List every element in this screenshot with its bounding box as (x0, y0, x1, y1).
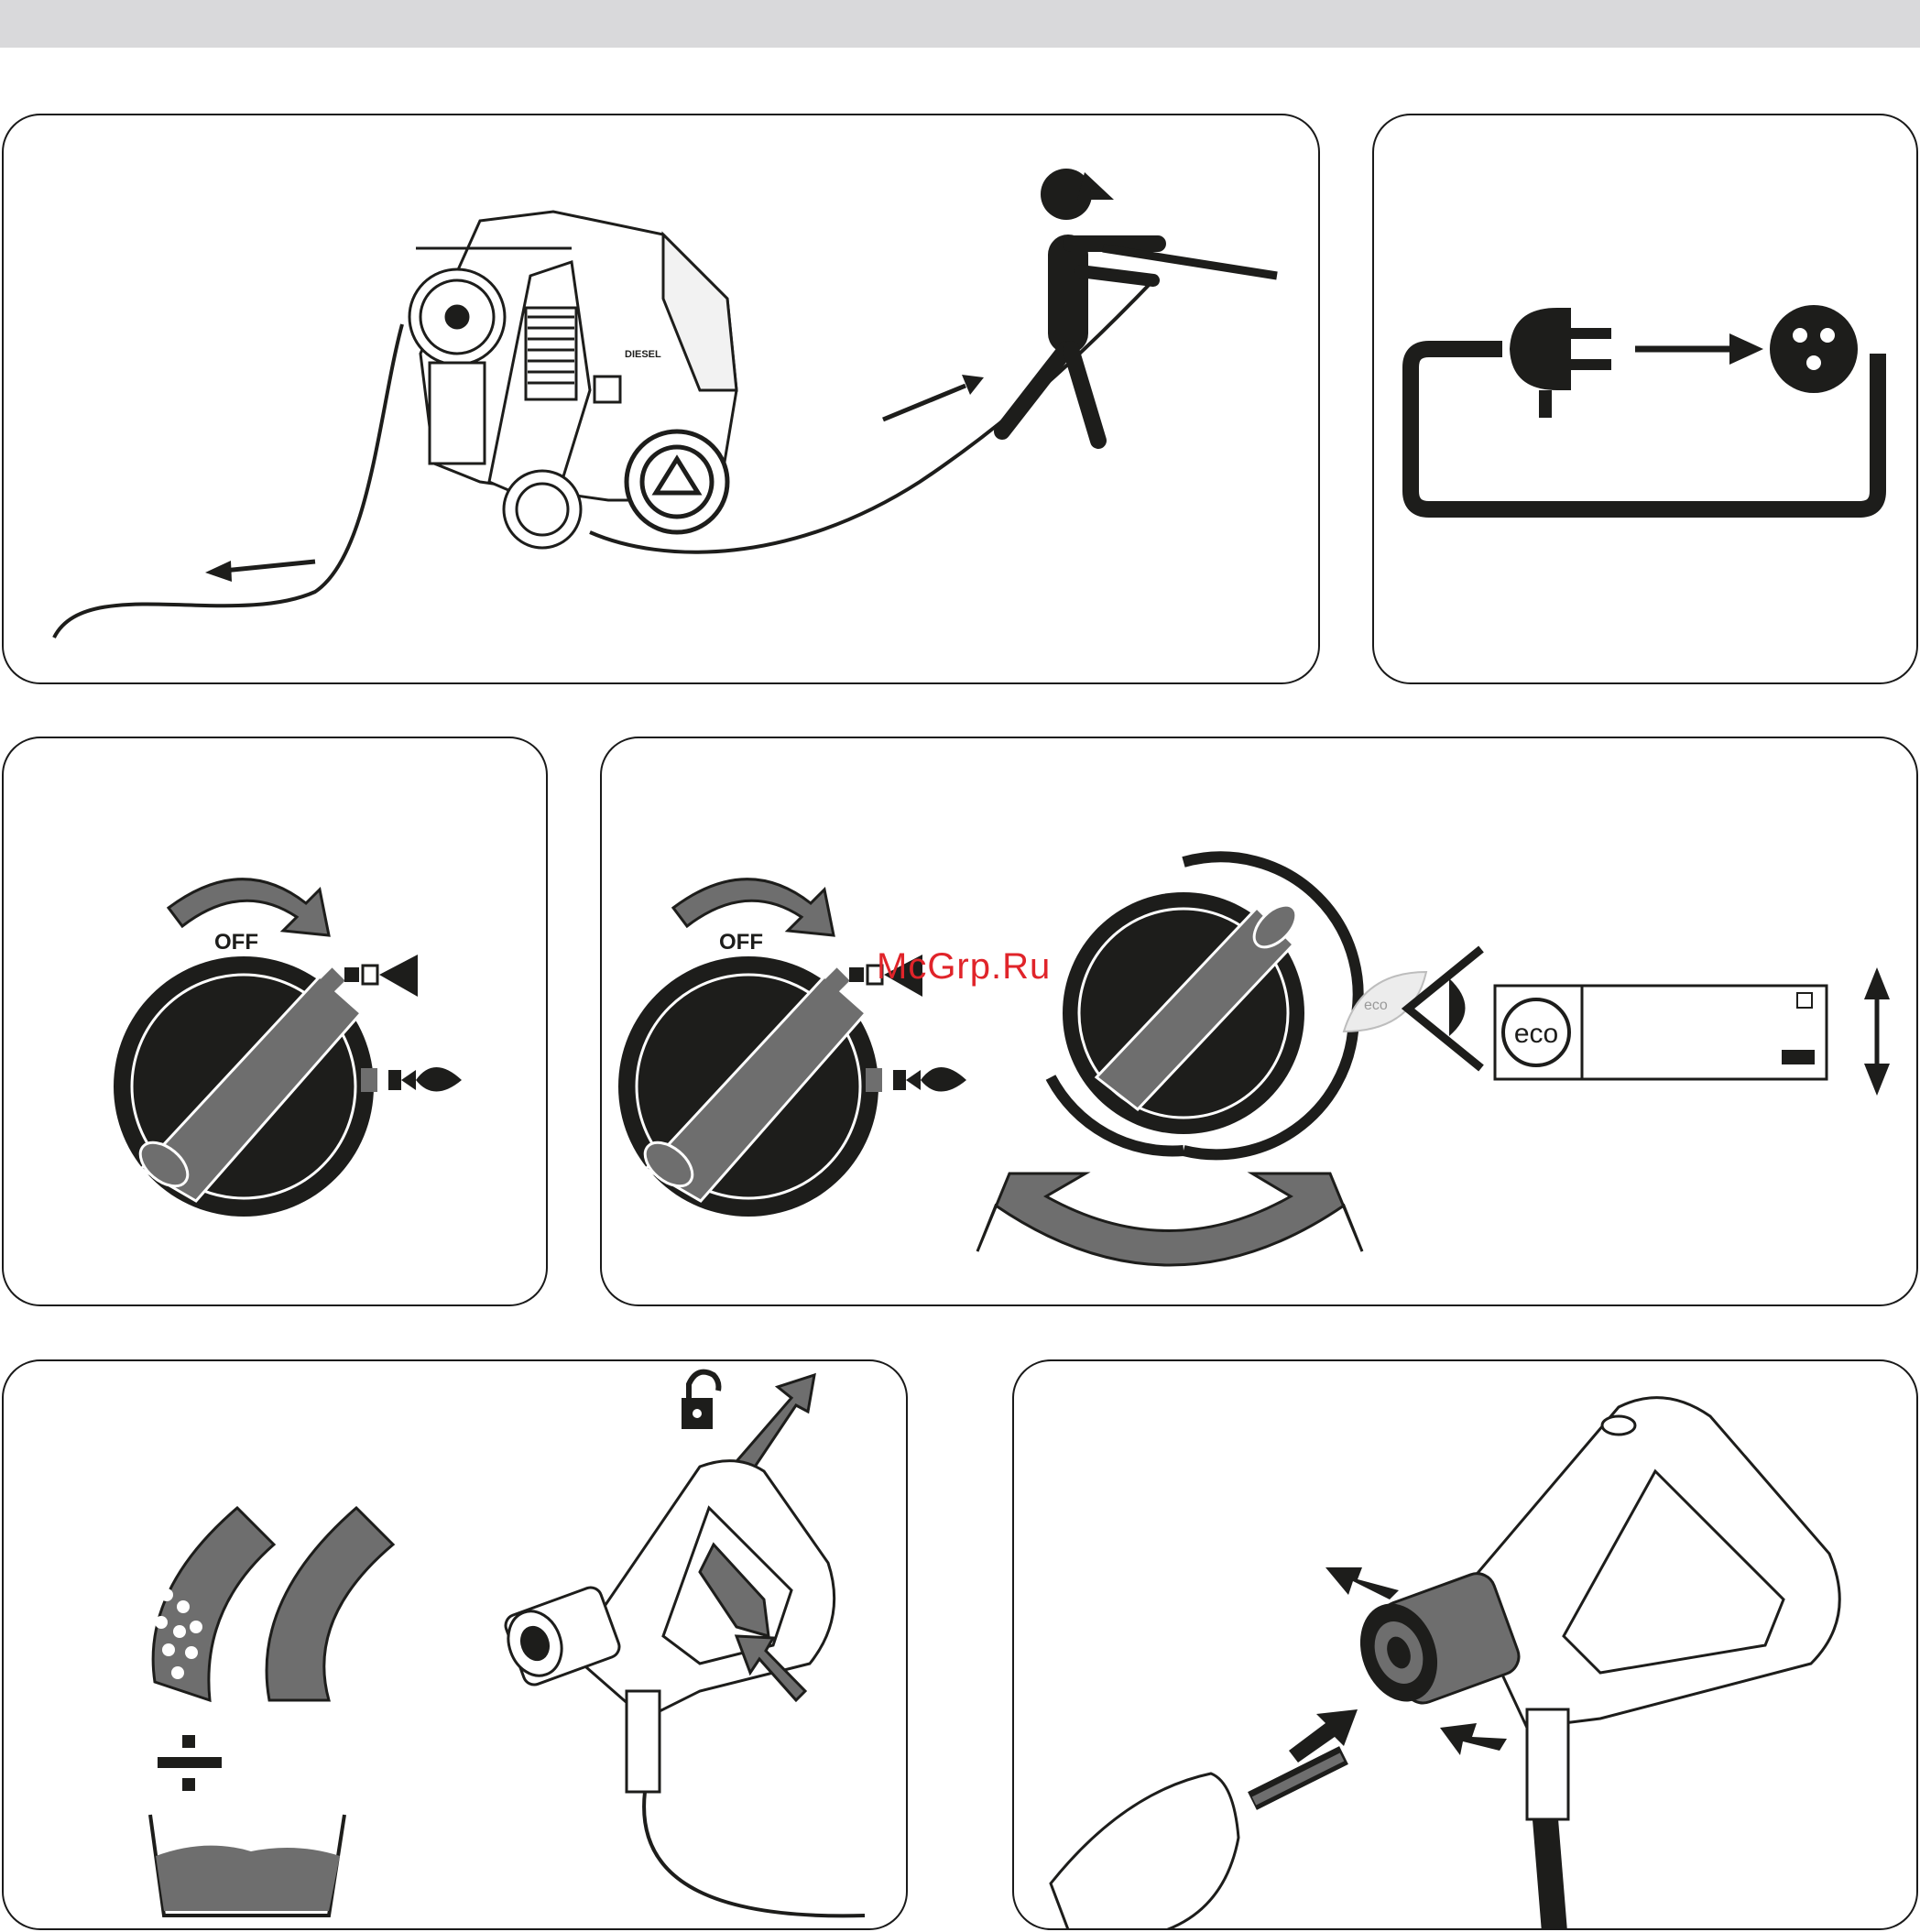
eco-display-panel: eco (1495, 986, 1827, 1079)
hot-water-flame-icon (893, 1067, 966, 1092)
rotate-clockwise-arrow-icon (169, 879, 329, 935)
spray-lance (1051, 1755, 1344, 1930)
detergent-pipe-icon (153, 1508, 274, 1700)
arrow-left-icon (205, 561, 315, 582)
up-down-arrow-icon (1864, 967, 1890, 1096)
machine-fuel-label: DIESEL (625, 349, 661, 360)
clean-pipe-icon (267, 1508, 393, 1700)
trigger-gun (1463, 1398, 1839, 1930)
panel-trigger-gun-release (2, 1359, 908, 1930)
eco-temperature-illustration: OFF (602, 738, 1918, 1306)
unlock-icon (682, 1372, 718, 1429)
panel-power-connection (1372, 114, 1918, 684)
eco-leaf-label: eco (1364, 998, 1388, 1013)
hot-water-marker (361, 1068, 377, 1092)
switch-selector-illustration: OFF (4, 738, 548, 1306)
hose-layout-illustration: DIESEL (4, 115, 1320, 684)
divide-icon (158, 1735, 222, 1791)
switch-off-label: OFF (719, 930, 763, 955)
rotate-both-directions-arrow-icon (977, 1173, 1362, 1265)
eye-icon (1408, 949, 1481, 1068)
operator-pictogram (1002, 169, 1277, 441)
panel-hose-layout: DIESEL (2, 114, 1320, 684)
selector-knob (114, 956, 374, 1217)
lance-connection-illustration (1014, 1361, 1918, 1930)
power-connection-illustration (1374, 115, 1918, 684)
header-bar (0, 0, 1920, 48)
gun-hose (644, 1792, 865, 1916)
pressure-washer-machine (409, 212, 736, 548)
selector-knob (618, 956, 878, 1217)
arrow-right-icon (883, 375, 984, 420)
hot-water-flame-icon (388, 1067, 462, 1092)
socket-icon (1770, 305, 1858, 393)
switch-off-label: OFF (214, 930, 258, 955)
temperature-dial (1051, 857, 1358, 1154)
panel-switch-selector: OFF (2, 737, 548, 1306)
supply-hose (54, 324, 402, 638)
watermark: McGrp.Ru (877, 946, 1051, 988)
panel-eco-temperature: OFF (600, 737, 1918, 1306)
plug-icon (1510, 308, 1611, 418)
rotate-clockwise-arrow-icon (673, 879, 834, 935)
trigger-gun (499, 1461, 834, 1792)
cold-water-spray-icon (344, 955, 418, 997)
arrow-right-icon (1635, 333, 1763, 365)
hot-water-marker (866, 1068, 882, 1092)
trigger-gun-release-illustration (4, 1361, 908, 1930)
panel-lance-connection (1012, 1359, 1918, 1930)
eco-display-label: eco (1514, 1019, 1558, 1049)
container-icon (150, 1815, 344, 1916)
